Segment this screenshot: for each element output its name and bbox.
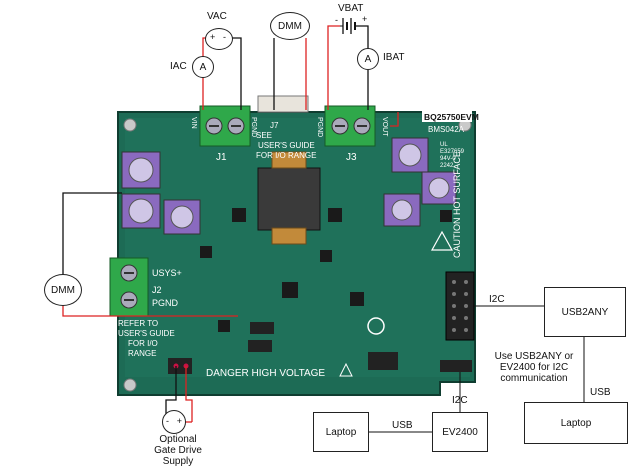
gate-drive-line-1: Optional: [159, 434, 197, 445]
gate-drive-line-2: Gate Drive: [154, 445, 202, 456]
wire-vout-red: [390, 112, 399, 127]
gate-drive-supply: - +: [162, 410, 186, 434]
silk-refer-2: USER'S GUIDE: [118, 329, 175, 338]
mounting-hole: [123, 378, 137, 392]
silk-danger: DANGER HIGH VOLTAGE: [206, 368, 325, 379]
i2c-right-label: I2C: [489, 294, 505, 305]
pcb-inner-shade: [125, 118, 470, 377]
usb2any-box: USB2ANY: [544, 287, 626, 337]
wire-vac-negative: [232, 37, 242, 110]
vac-source: + -: [205, 28, 233, 50]
gate-drive-line-3: Supply: [162, 456, 194, 467]
mounting-hole: [123, 118, 137, 132]
interface-note-line-1: Use USB2ANY or: [494, 351, 574, 362]
interface-note: Use USB2ANY or EV2400 for I2C communicat…: [494, 351, 574, 384]
vac-minus: -: [223, 32, 226, 42]
laptop-left-box: Laptop: [313, 412, 369, 452]
gate-plus: +: [176, 416, 182, 426]
wire-dmm-left-red: [62, 305, 238, 317]
dmm-left: DMM: [44, 274, 82, 306]
silk-j2: J2: [152, 285, 162, 295]
silk-pgnd-j3: PGND: [316, 117, 323, 137]
ibat-ammeter: A: [357, 48, 379, 70]
silk-j1: J1: [216, 152, 227, 163]
electrolytic-capacitor: [391, 137, 429, 173]
battery-symbol: [340, 18, 356, 34]
silk-ul-code-1: E327659: [440, 149, 465, 155]
iac-label: IAC: [170, 61, 187, 72]
interface-note-line-2: EV2400 for I2C: [499, 362, 569, 373]
wire-vbat-positive: [327, 25, 340, 110]
board-model: BQ25750EVM: [424, 112, 479, 122]
electrolytic-capacitor: [121, 193, 161, 229]
silk-pgnd-j2: PGND: [152, 298, 179, 308]
electrolytic-capacitor: [383, 193, 421, 227]
wire-gate-positive: [185, 366, 193, 422]
electrolytic-capacitor: [121, 151, 161, 189]
wire-dmm-left-black: [62, 192, 122, 275]
ev2400-box: EV2400: [432, 412, 488, 452]
silk-caution: CAUTION HOT SURFACE: [452, 151, 462, 258]
silk-j7: J7: [270, 121, 279, 130]
i2c-header: [445, 271, 475, 341]
wire-gate-negative: [165, 366, 177, 416]
power-inductor: [257, 167, 321, 231]
model-label-bg: [422, 110, 472, 122]
connector-j7: [257, 95, 309, 113]
gate-drive-label: Optional Gate Drive Supply: [148, 434, 208, 467]
wire-vbat-negative: [356, 25, 369, 50]
silk-refer-1: REFER TO: [118, 319, 158, 328]
vbat-label: VBAT: [338, 3, 364, 14]
vac-plus: +: [210, 32, 216, 42]
silk-see: SEE: [256, 131, 272, 140]
silk-j3: J3: [346, 152, 357, 163]
gate-minus: -: [166, 416, 169, 426]
silk-vin: VIN: [190, 117, 197, 129]
electrolytic-capacitor: [421, 171, 457, 205]
silk-vout: VOUT: [381, 117, 388, 137]
silk-ul-code-3: 2242: [440, 163, 454, 169]
silk-guide-1: USER'S GUIDE: [258, 141, 315, 150]
silk-pgnd: PGND: [250, 117, 257, 137]
silk-guide-2: FOR I/O RANGE: [256, 151, 316, 160]
ibat-label: IBAT: [383, 52, 405, 63]
vbat-minus: -: [335, 15, 338, 25]
silk-ul-code-2: 94V-0: [440, 156, 456, 162]
usb-right-label: USB: [590, 387, 611, 398]
laptop-right-box: Laptop: [524, 402, 628, 444]
electrolytic-capacitor: [163, 199, 201, 235]
vbat-plus: +: [362, 14, 368, 24]
board-part: BMS042A: [428, 125, 465, 134]
dmm-top: DMM: [270, 12, 310, 40]
silk-usys: USYS+: [152, 268, 182, 278]
silk-ul: UL: [440, 142, 448, 148]
silk-refer-4: RANGE: [128, 349, 156, 358]
usb-bottom-label: USB: [392, 420, 413, 431]
interface-note-line-3: communication: [500, 373, 568, 384]
silk-refer-3: FOR I/O: [128, 339, 158, 348]
i2c-bottom-label: I2C: [452, 395, 468, 406]
vac-label: VAC: [207, 11, 227, 22]
iac-ammeter: A: [192, 56, 214, 78]
